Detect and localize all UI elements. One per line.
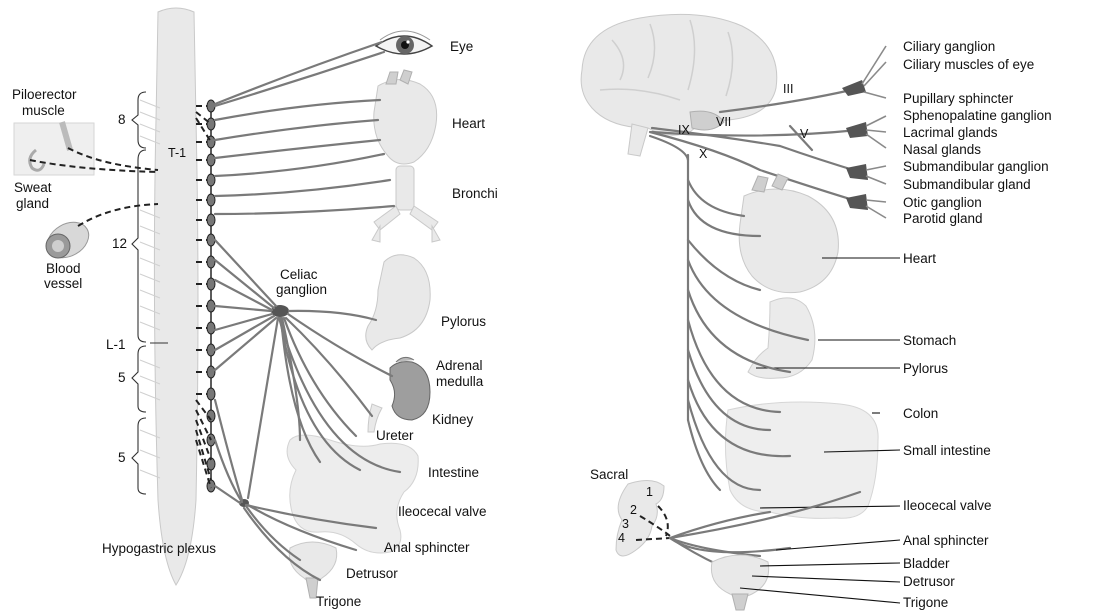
bladder-icon	[289, 542, 336, 598]
ileocecal-label: Ileocecal valve	[398, 504, 487, 519]
cn-iii-label: III	[783, 82, 793, 96]
submandibular-gland-label: Submandibular gland	[903, 177, 1031, 192]
leader-detrusor	[752, 576, 900, 582]
bronchi-label: Bronchi	[452, 186, 498, 201]
kidney-label: Kidney	[432, 412, 474, 427]
colon-label: Colon	[903, 406, 938, 421]
para-bladder-icon	[711, 555, 768, 610]
cn-x-label: X	[699, 147, 708, 161]
sacral-2: 2	[630, 503, 637, 517]
spinal-cord	[154, 8, 198, 585]
level-t12: 12	[112, 236, 127, 251]
heart-label: Heart	[452, 116, 485, 131]
celiac-label: Celiac	[280, 267, 318, 282]
medulla-label: medulla	[436, 374, 484, 389]
cn-vii-label: VII	[716, 115, 731, 129]
para-ileocecal-label: Ileocecal valve	[903, 498, 992, 513]
parotid-gland-label: Parotid gland	[903, 211, 983, 226]
para-heart-label: Heart	[903, 251, 936, 266]
level-l5: 5	[118, 370, 126, 385]
sacral-4: 4	[618, 531, 625, 545]
para-stomach-icon	[748, 298, 815, 379]
sweat-label: Sweat	[14, 180, 52, 195]
sacral-1: 1	[646, 485, 653, 499]
otic-ganglion-label: Otic ganglion	[903, 195, 982, 210]
ureter-label: Ureter	[376, 428, 414, 443]
intestine-icon	[287, 435, 418, 553]
blood-label: Blood	[46, 261, 81, 276]
pupillary-label: Pupillary sphincter	[903, 91, 1014, 106]
intestine-label: Intestine	[428, 465, 479, 480]
eye-icon	[376, 31, 432, 54]
sacral-label: Sacral	[590, 467, 628, 482]
stomach-icon	[366, 255, 430, 350]
fiber-to-blood-vessel	[78, 204, 158, 226]
muscle-label: muscle	[22, 103, 65, 118]
piloerector-label: Piloerector	[12, 87, 77, 102]
stomach-label: Stomach	[903, 333, 956, 348]
level-t8: 8	[118, 112, 126, 127]
level-s5: 5	[118, 450, 126, 465]
sympathetic-panel: 8 T-1 12 L-1 5 5	[12, 8, 498, 609]
anal-sphincter-label: Anal sphincter	[384, 540, 470, 555]
pylorus-label: Pylorus	[441, 314, 486, 329]
level-t1: T-1	[168, 146, 186, 160]
para-detrusor-label: Detrusor	[903, 574, 955, 589]
sphenopalatine-label: Sphenopalatine ganglion	[903, 108, 1052, 123]
heart-icon	[374, 70, 437, 164]
leader-anal	[776, 540, 900, 550]
cranial-ganglia	[842, 80, 868, 210]
small-intestine-label: Small intestine	[903, 443, 991, 458]
leader-bladder	[760, 563, 900, 566]
ganglion-label: ganglion	[276, 282, 327, 297]
cn-ix-label: IX	[678, 123, 690, 137]
ciliary-muscles-label: Ciliary muscles of eye	[903, 57, 1034, 72]
cn-v-label: V	[800, 127, 809, 141]
para-pylorus-label: Pylorus	[903, 361, 948, 376]
parasympathetic-panel: III VII V IX X Ciliary ganglion Ciliary …	[581, 14, 1052, 610]
bladder-label: Bladder	[903, 556, 950, 571]
hypogastric-label: Hypogastric plexus	[102, 541, 216, 556]
submandibular-ganglion-label: Submandibular ganglion	[903, 159, 1049, 174]
bronchi-icon	[372, 166, 440, 242]
para-anal-label: Anal sphincter	[903, 533, 989, 548]
nasal-label: Nasal glands	[903, 142, 981, 157]
adrenal-label: Adrenal	[436, 358, 483, 373]
para-trigone-label: Trigone	[903, 595, 948, 610]
vessel-label: vessel	[44, 276, 82, 291]
trigone-label: Trigone	[316, 594, 361, 609]
para-intestine-icon	[725, 402, 878, 518]
lacrimal-label: Lacrimal glands	[903, 125, 998, 140]
ciliary-ganglion-label: Ciliary ganglion	[903, 39, 995, 54]
blood-vessel-icon	[41, 215, 95, 265]
gland-label: gland	[16, 196, 49, 211]
leader-trigone	[740, 588, 900, 603]
detrusor-label: Detrusor	[346, 566, 398, 581]
sacral-3: 3	[622, 517, 629, 531]
eye-label: Eye	[450, 39, 473, 54]
level-l1: L-1	[106, 337, 126, 352]
